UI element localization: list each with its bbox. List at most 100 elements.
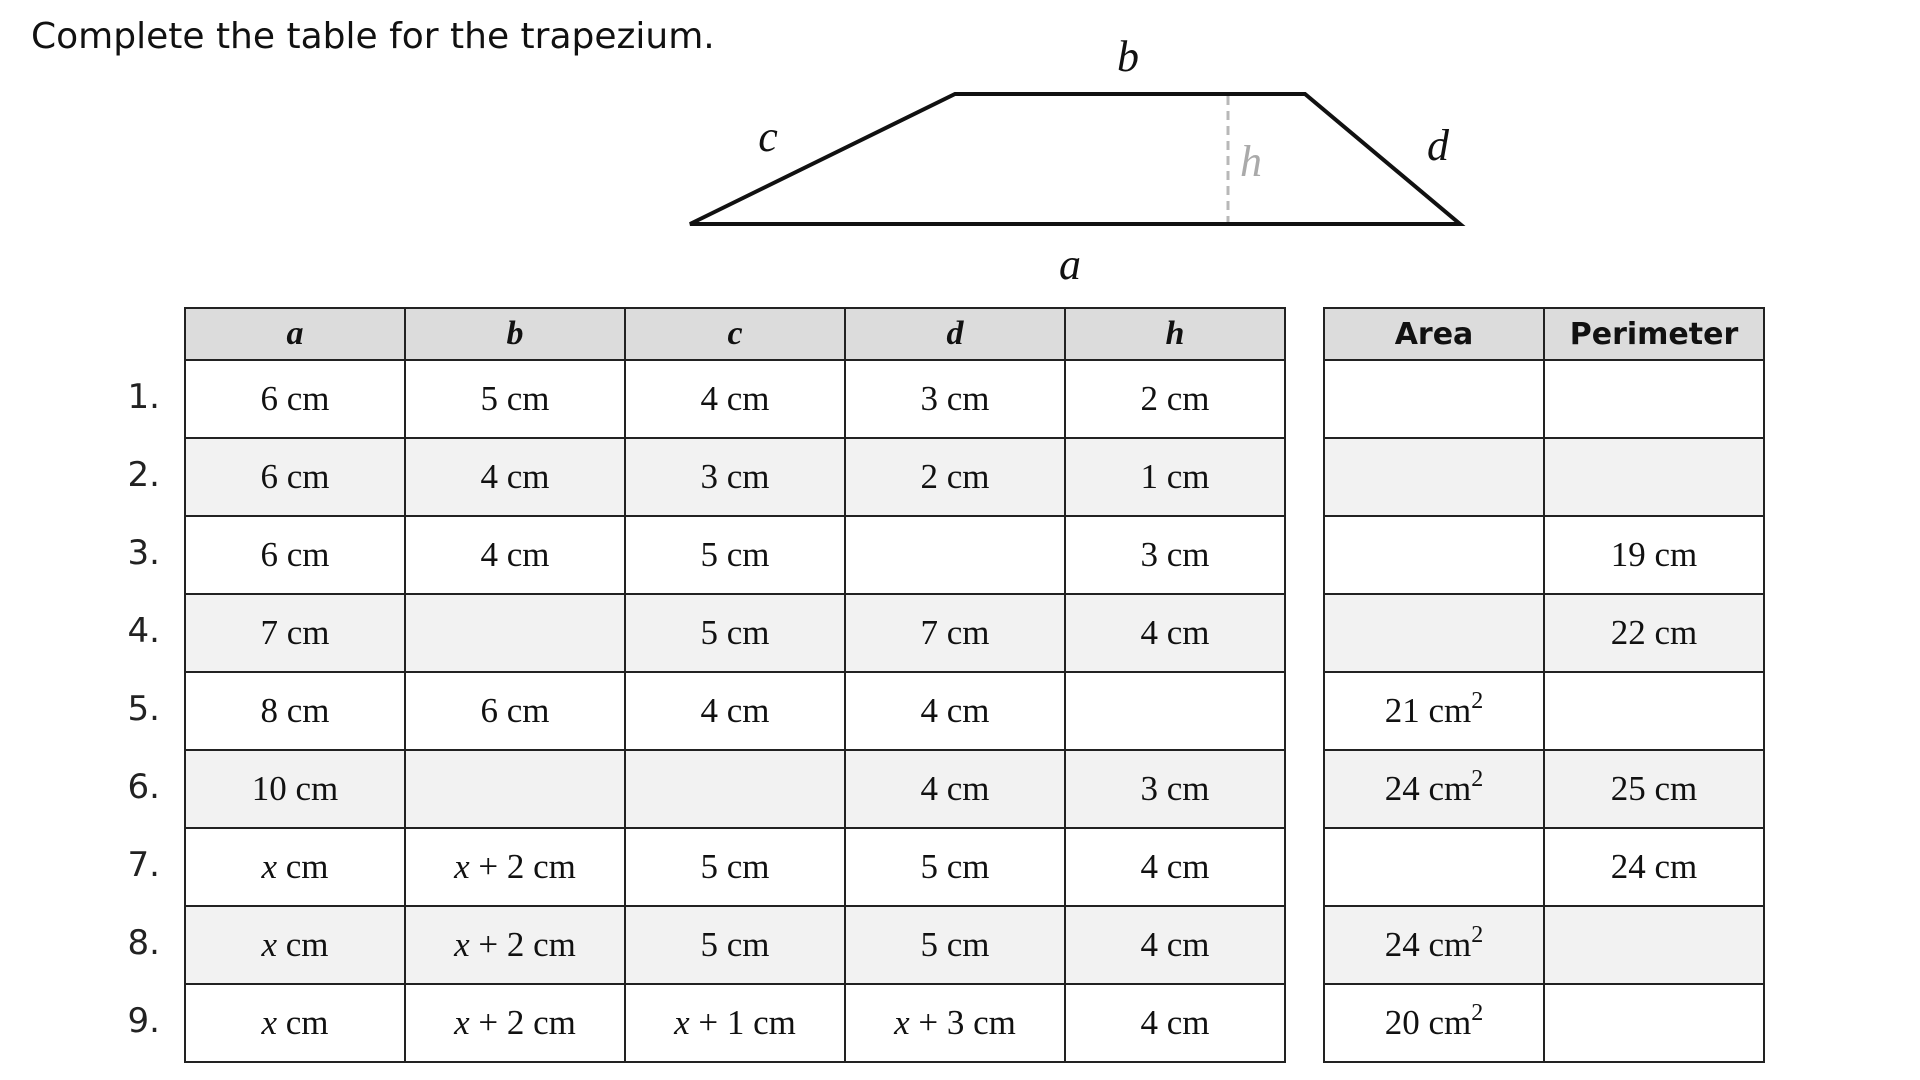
cell-b: x + 2 cm — [404, 983, 626, 1063]
row-number: 4. — [127, 611, 160, 651]
cell-d: 5 cm — [844, 827, 1066, 907]
area-value: 21 — [1384, 691, 1420, 730]
cell-d: 7 cm — [844, 593, 1066, 673]
cell-b: 5 cm — [404, 359, 626, 439]
cell-c: 4 cm — [624, 671, 846, 751]
cell-a: 8 cm — [184, 671, 406, 751]
cell-d: 3 cm — [844, 359, 1066, 439]
cell-b — [404, 593, 626, 673]
cell-a: 6 cm — [184, 359, 406, 439]
table-row: 24 cm2 — [1323, 905, 1765, 985]
area-unit: cm — [1428, 691, 1472, 730]
cell-a: 6 cm — [184, 515, 406, 595]
label-d: d — [1427, 121, 1450, 170]
variable-x: x — [261, 925, 278, 964]
cell-perimeter: 19 cm — [1543, 515, 1765, 595]
cell-area — [1323, 515, 1545, 595]
area-unit: cm — [1428, 925, 1472, 964]
measurements-header-row: a b c d h — [184, 307, 1286, 361]
cell-area: 24 cm2 — [1323, 749, 1545, 829]
row-number: 5. — [127, 689, 160, 729]
cell-a: 10 cm — [184, 749, 406, 829]
cell-c: 5 cm — [624, 515, 846, 595]
cell-d: x + 3 cm — [844, 983, 1066, 1063]
cell-h: 2 cm — [1064, 359, 1286, 439]
cell-c: 3 cm — [624, 437, 846, 517]
cell-c: 5 cm — [624, 827, 846, 907]
variable-x: x — [261, 1003, 278, 1042]
instruction-text: Complete the table for the trapezium. — [31, 16, 715, 57]
area-value: 20 — [1384, 1003, 1420, 1042]
row-number: 9. — [127, 1001, 160, 1041]
cell-h: 1 cm — [1064, 437, 1286, 517]
results-header-row: Area Perimeter — [1323, 307, 1765, 361]
cell-perimeter: 25 cm — [1543, 749, 1765, 829]
table-row: 21 cm2 — [1323, 671, 1765, 751]
label-a: a — [1059, 240, 1081, 289]
area-unit-exponent: 2 — [1471, 688, 1484, 714]
trapezium-shape — [689, 92, 1466, 226]
table-row: 19 cm — [1323, 515, 1765, 595]
label-b: b — [1117, 32, 1139, 81]
header-h: h — [1064, 307, 1286, 361]
label-h: h — [1240, 137, 1262, 186]
area-unit-exponent: 2 — [1471, 766, 1484, 792]
variable-x: x — [454, 1003, 470, 1042]
cell-area: 24 cm2 — [1323, 905, 1545, 985]
variable-x: x — [261, 847, 278, 886]
cell-h: 4 cm — [1064, 983, 1286, 1063]
cell-area: 20 cm2 — [1323, 983, 1545, 1063]
cell-area — [1323, 593, 1545, 673]
header-b: b — [404, 307, 626, 361]
variable-x: x — [454, 925, 470, 964]
header-perimeter: Perimeter — [1543, 307, 1765, 361]
table-row: 20 cm2 — [1323, 983, 1765, 1063]
cell-perimeter: 24 cm — [1543, 827, 1765, 907]
cell-d — [844, 515, 1066, 595]
trapezium-diagram: b c d h a — [689, 32, 1466, 289]
cell-a: x cm — [184, 905, 406, 985]
cell-perimeter: 22 cm — [1543, 593, 1765, 673]
cell-b: 4 cm — [404, 515, 626, 595]
cell-area — [1323, 827, 1545, 907]
row-number: 3. — [127, 533, 160, 573]
cell-d: 4 cm — [844, 671, 1066, 751]
cell-c: 5 cm — [624, 905, 846, 985]
label-c: c — [758, 112, 778, 161]
cell-d: 2 cm — [844, 437, 1066, 517]
area-unit: cm — [1428, 769, 1472, 808]
cell-c — [624, 749, 846, 829]
row-number: 8. — [127, 923, 160, 963]
variable-x: x — [894, 1003, 910, 1042]
row-number: 2. — [127, 455, 160, 495]
table-row — [1323, 359, 1765, 439]
header-c: c — [624, 307, 846, 361]
cell-h — [1064, 671, 1286, 751]
cell-b: x + 2 cm — [404, 905, 626, 985]
cell-c: x + 1 cm — [624, 983, 846, 1063]
cell-d: 5 cm — [844, 905, 1066, 985]
cell-d: 4 cm — [844, 749, 1066, 829]
area-value: 24 — [1384, 925, 1420, 964]
cell-h: 3 cm — [1064, 749, 1286, 829]
header-a: a — [184, 307, 406, 361]
row-number: 7. — [127, 845, 160, 885]
cell-perimeter — [1543, 359, 1765, 439]
cell-a: 7 cm — [184, 593, 406, 673]
cell-a: 6 cm — [184, 437, 406, 517]
cell-area — [1323, 359, 1545, 439]
cell-perimeter — [1543, 437, 1765, 517]
table-row: 22 cm — [1323, 593, 1765, 673]
table-row: 24 cm — [1323, 827, 1765, 907]
cell-perimeter — [1543, 905, 1765, 985]
